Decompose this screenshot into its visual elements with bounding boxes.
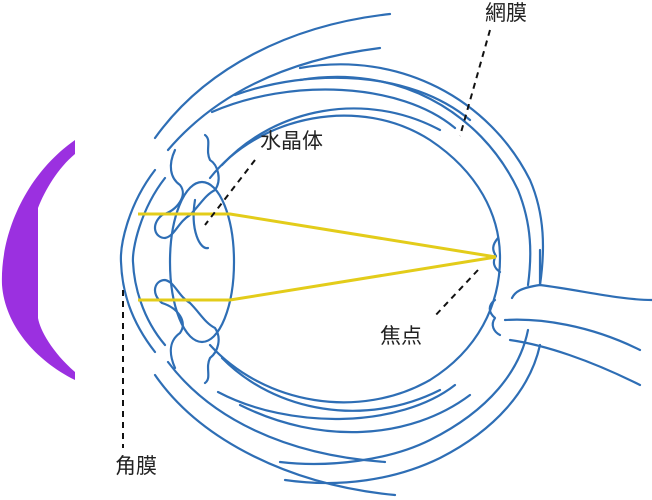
light-ray-lower [138, 255, 497, 302]
contact-lens-shape [1, 140, 75, 380]
focus-label: 焦点 [380, 324, 422, 348]
retina-label: 網膜 [485, 1, 527, 25]
lens-leader-line [204, 159, 256, 226]
retina-leader-line [459, 29, 491, 137]
lens-shape [168, 180, 236, 344]
light-ray-upper [138, 212, 497, 259]
lens-label: 水晶体 [260, 129, 323, 153]
eyeball-outline [119, 12, 652, 497]
focus-leader-line [432, 269, 479, 319]
cornea-label: 角膜 [115, 454, 157, 478]
